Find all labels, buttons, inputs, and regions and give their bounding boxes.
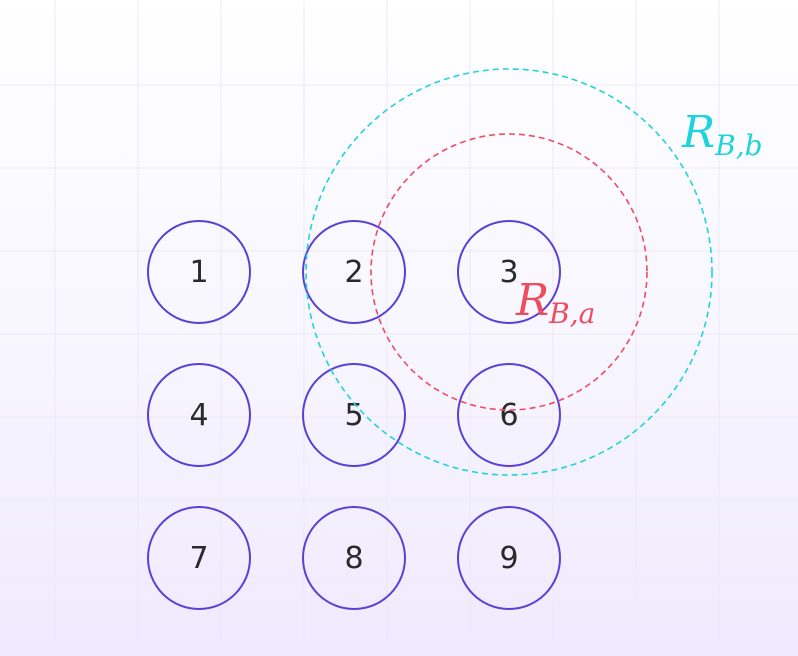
node-2: 2 [302, 220, 406, 324]
node-circle [302, 363, 406, 467]
node-circle [147, 363, 251, 467]
range-b-label: RB,b [681, 107, 763, 162]
node-6: 6 [457, 363, 561, 467]
node-label: 9 [499, 541, 518, 576]
node-label: 6 [499, 398, 518, 433]
node-circle [147, 220, 251, 324]
node-label: 8 [344, 541, 363, 576]
node-7: 7 [147, 506, 251, 610]
node-circle [147, 506, 251, 610]
node-3: 3 [457, 220, 561, 324]
node-9: 9 [457, 506, 561, 610]
node-circle [457, 363, 561, 467]
node-circle [457, 220, 561, 324]
range-a-sub: B,a [548, 297, 595, 330]
node-label: 7 [189, 541, 208, 576]
range-b-circle [305, 68, 713, 476]
node-circle [302, 220, 406, 324]
node-label: 4 [189, 398, 208, 433]
node-1: 1 [147, 220, 251, 324]
node-circle [302, 506, 406, 610]
node-label: 3 [499, 255, 518, 290]
node-8: 8 [302, 506, 406, 610]
range-a-circle [370, 133, 648, 411]
node-label: 5 [344, 398, 363, 433]
range-a-label: RB,a [515, 275, 595, 330]
range-b-main: R [681, 107, 715, 158]
node-label: 2 [344, 255, 363, 290]
node-5: 5 [302, 363, 406, 467]
node-label: 1 [189, 255, 208, 290]
range-a-main: R [515, 275, 549, 326]
range-b-sub: B,b [714, 129, 762, 162]
node-circle [457, 506, 561, 610]
node-4: 4 [147, 363, 251, 467]
